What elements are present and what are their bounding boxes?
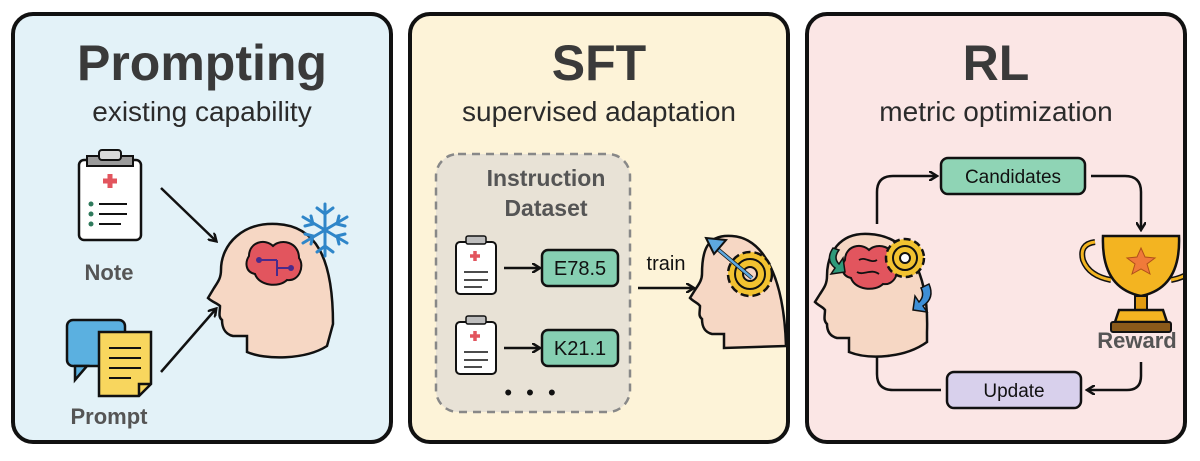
dataset-title-line1: Instruction: [487, 165, 606, 191]
rl-subtitle: metric optimization: [879, 96, 1113, 127]
prompting-panel: Prompting existing capability Note: [11, 12, 393, 444]
head-brain-icon: [206, 222, 335, 359]
prompt-arrow-icon: [160, 310, 215, 373]
clipboard-icon: [77, 149, 143, 242]
note-label: Note: [85, 260, 134, 285]
code-box-2: [540, 328, 620, 368]
loop-arrow-to-head-icon: [877, 336, 941, 392]
candidates-label: Candidates: [965, 167, 1061, 188]
code-box-1: [540, 248, 620, 288]
sft-title: SFT: [551, 35, 647, 91]
sft-subtitle: supervised adaptation: [462, 96, 736, 127]
train-label: train: [647, 253, 686, 275]
prompting-art: Note Prompt: [65, 149, 349, 429]
rl-title: RL: [962, 35, 1030, 91]
note-arrow-icon: [160, 187, 215, 240]
trophy-icon: [1079, 234, 1183, 333]
dataset-title-line2: Dataset: [504, 195, 587, 221]
code-1: E78.5: [554, 258, 606, 280]
snowflake-icon: [301, 202, 349, 258]
cycle-arrow-blue-icon: [912, 282, 932, 313]
update-label: Update: [983, 381, 1044, 402]
reward-label: Reward: [1097, 328, 1176, 353]
cycle-arrow-green-icon: [828, 247, 846, 275]
clipboard-icon: [455, 235, 497, 295]
sft-art: Instruction Dataset E78.5 K21.1: [434, 152, 786, 414]
candidates-box: [939, 156, 1087, 196]
star-icon: [1125, 246, 1157, 276]
rl-panel: RL metric optimization Candidates Update: [805, 12, 1187, 444]
loop-arrow-to-update-icon: [1089, 362, 1143, 390]
gear-icon: [884, 237, 926, 279]
loop-arrow-to-reward-icon: [1091, 174, 1141, 228]
code-2: K21.1: [554, 338, 606, 360]
update-box: [945, 370, 1083, 410]
loop-arrow-to-candidates-icon: [875, 176, 935, 224]
rl-art: Candidates Update: [813, 156, 1183, 410]
prompt-label: Prompt: [71, 404, 149, 429]
prompting-subtitle: existing capability: [92, 96, 312, 127]
sft-panel: SFT supervised adaptation Instruction Da…: [408, 12, 790, 444]
chat-bubbles-icon: [65, 318, 153, 398]
prompting-title: Prompting: [77, 35, 327, 91]
clipboard-icon: [455, 315, 497, 375]
ellipsis: • • •: [504, 380, 559, 405]
